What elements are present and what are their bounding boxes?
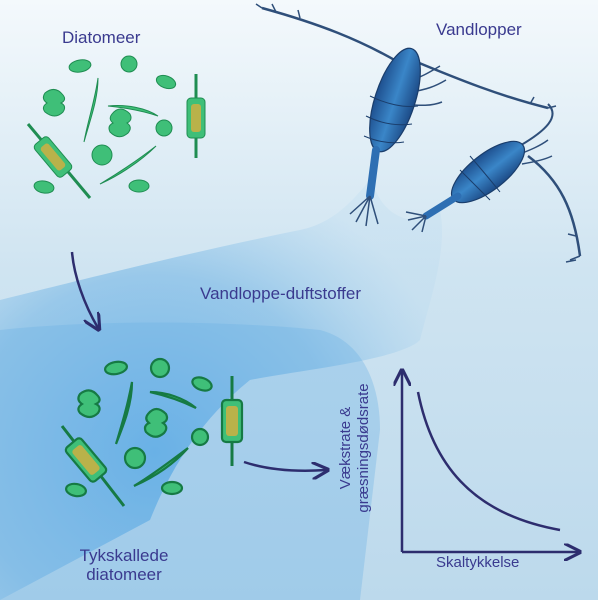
peanut-diatom — [77, 389, 101, 419]
oval-diatom — [128, 179, 150, 193]
needle-diatom — [133, 447, 189, 488]
diatom-cluster-bottom — [60, 357, 244, 507]
peanut-diatom — [143, 407, 169, 438]
round-diatom — [149, 357, 171, 379]
needle-diatom — [83, 77, 99, 143]
round-diatom — [190, 427, 210, 447]
cue-plume — [0, 178, 442, 600]
oval-diatom — [104, 360, 128, 376]
copepod-small — [405, 103, 582, 263]
rod-diatom — [60, 425, 126, 507]
label-thick-line1: Tykskallede — [79, 546, 169, 565]
graph-xlabel: Skaltykkelse — [436, 554, 520, 571]
tradeoff-graph — [402, 372, 578, 552]
oval-diatom — [191, 376, 213, 392]
oval-diatom — [160, 480, 184, 496]
oval-diatom — [33, 180, 55, 194]
rod-diatom — [186, 74, 206, 158]
round-diatom — [155, 119, 173, 137]
label-cues: Vandloppe-duftstoffer — [200, 284, 361, 303]
graph-ylabel-line2: græsningsdødsrate — [355, 383, 372, 513]
label-thick-diatoms: Tykskallede diatomeer — [60, 546, 188, 584]
graph-ylabel-line1: Vækstrate & — [337, 406, 354, 490]
cue-plume-lower — [0, 322, 380, 600]
arrow-right — [243, 460, 326, 471]
needle-diatom — [114, 381, 134, 445]
round-diatom — [120, 55, 138, 73]
label-water-fleas: Vandlopper — [436, 20, 522, 39]
peanut-diatom — [108, 108, 132, 138]
oval-diatom — [64, 482, 88, 498]
label-thick-line2: diatomeer — [86, 565, 162, 584]
arrow-down — [70, 251, 98, 328]
oval-diatom — [155, 74, 177, 90]
rod-diatom — [220, 376, 244, 466]
needle-diatom — [99, 145, 157, 185]
round-diatom — [91, 144, 113, 166]
needle-diatom — [149, 390, 197, 409]
peanut-diatom — [42, 89, 66, 117]
tradeoff-curve — [416, 391, 561, 532]
copepod-large — [255, 3, 557, 227]
diatom-cluster-top — [26, 55, 206, 199]
round-diatom — [123, 446, 147, 470]
label-diatoms: Diatomeer — [62, 28, 141, 47]
rod-diatom — [26, 123, 92, 199]
oval-diatom — [68, 59, 92, 73]
needle-diatom — [107, 105, 159, 117]
